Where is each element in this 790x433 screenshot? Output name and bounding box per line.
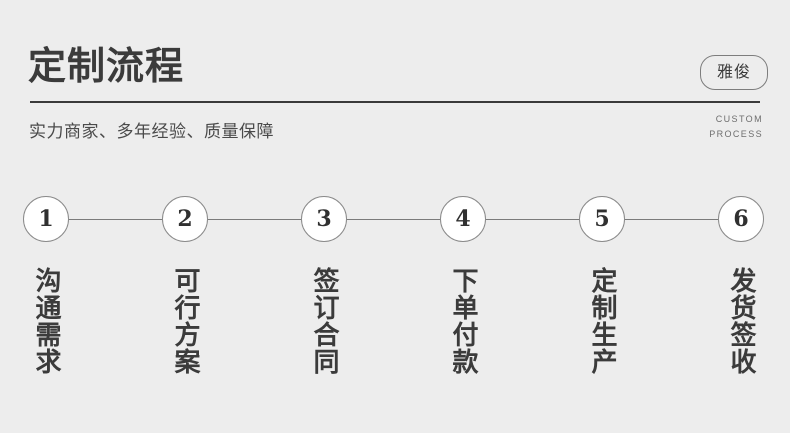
process-steps: 1 沟通需求 2 可行方案 3 签订合同 4 下单付款 5 定 <box>0 170 790 433</box>
step-label-1: 沟通需求 <box>32 267 62 375</box>
step-label-4: 下单付款 <box>449 267 479 375</box>
step-circle-3: 3 <box>301 196 347 242</box>
brand-badge: 雅俊 <box>700 55 768 90</box>
brand-badge-label: 雅俊 <box>716 63 751 81</box>
english-caption-line1: CUSTOM <box>715 114 763 124</box>
step-label-3: 签订合同 <box>310 267 340 375</box>
step-number-4: 4 <box>455 206 471 232</box>
header-section: 定制流程 实力商家、多年经验、质量保障 雅俊 CUSTOM PROCESS <box>0 0 790 170</box>
page-subtitle: 实力商家、多年经验、质量保障 <box>29 122 274 141</box>
english-caption: CUSTOM PROCESS <box>709 112 763 142</box>
header-divider <box>30 101 760 103</box>
step-number-1: 1 <box>38 206 54 232</box>
step-item-2: 2 可行方案 <box>137 170 233 380</box>
step-circle-4: 4 <box>440 196 486 242</box>
step-item-5: 5 定制生产 <box>554 170 650 380</box>
english-caption-line2: PROCESS <box>709 129 763 139</box>
step-item-3: 3 签订合同 <box>276 170 372 380</box>
step-circle-6: 6 <box>718 196 764 242</box>
step-number-2: 2 <box>177 206 193 232</box>
step-circle-2: 2 <box>162 196 208 242</box>
step-item-6: 6 发货签收 <box>693 170 789 380</box>
step-circle-1: 1 <box>23 196 69 242</box>
step-number-5: 5 <box>594 206 610 232</box>
step-number-3: 3 <box>316 206 332 232</box>
step-circle-5: 5 <box>579 196 625 242</box>
step-label-2: 可行方案 <box>171 267 201 375</box>
step-label-6: 发货签收 <box>727 267 757 375</box>
page-title: 定制流程 <box>28 46 185 88</box>
step-connector-line <box>46 219 740 220</box>
step-number-6: 6 <box>733 206 749 232</box>
step-item-1: 1 沟通需求 <box>0 170 94 380</box>
step-label-5: 定制生产 <box>588 267 618 375</box>
step-item-4: 4 下单付款 <box>415 170 511 380</box>
